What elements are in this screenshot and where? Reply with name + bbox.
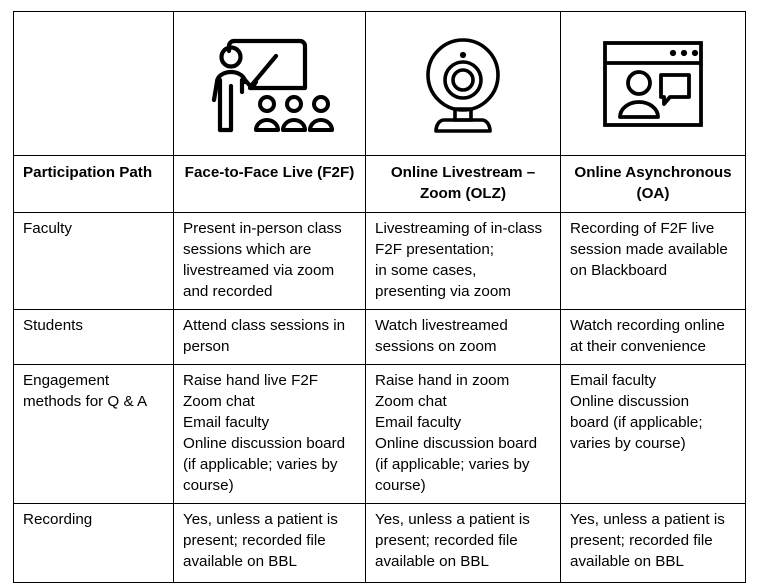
header-participation-path: Participation Path — [13, 155, 174, 213]
cell-text: Livestreaming of in-class F2F presentati… — [375, 220, 543, 300]
cell-students-oa: Watch recording online at their convenie… — [560, 309, 746, 365]
browser-video-chat-icon — [561, 12, 745, 155]
row-label: Engagement methods for Q & A — [23, 371, 148, 410]
row-label: Recording — [23, 510, 93, 528]
cell-faculty-oa: Recording of F2F live session made avail… — [560, 212, 746, 310]
icon-cell-empty — [13, 11, 174, 156]
cell-text: Raise hand live F2F Zoom chat Email facu… — [183, 371, 346, 494]
cell-text: Present in-person class sessions which a… — [183, 220, 342, 300]
cell-text: Yes, unless a patient is present; record… — [183, 510, 338, 570]
cell-faculty-olz: Livestreaming of in-class F2F presentati… — [365, 212, 561, 310]
header-olz: Online Livestream – Zoom (OLZ) — [365, 155, 561, 213]
cell-text: Attend class sessions in person — [183, 317, 346, 355]
table-sheet: Participation Path Face-to-Face Live (F2… — [13, 11, 746, 583]
cell-students-f2f: Attend class sessions in person — [173, 309, 366, 365]
row-label: Students — [23, 317, 83, 334]
icon-cell-f2f — [173, 11, 366, 156]
row-label-faculty: Faculty — [13, 212, 174, 310]
header-label: Online Livestream – Zoom (OLZ) — [390, 164, 536, 202]
table-row: Engagement methods for Q & A Raise hand … — [13, 363, 746, 504]
table-row: Students Attend class sessions in person… — [13, 309, 746, 365]
table-header-row: Participation Path Face-to-Face Live (F2… — [13, 155, 746, 213]
header-label: Online Asynchronous (OA) — [574, 164, 732, 202]
cell-faculty-f2f: Present in-person class sessions which a… — [173, 212, 366, 310]
row-label-students: Students — [13, 309, 174, 365]
cell-text: Email faculty Online discussion board (i… — [570, 371, 703, 452]
cell-engagement-olz: Raise hand in zoom Zoom chat Email facul… — [365, 363, 561, 504]
cell-text: Yes, unless a patient is present; record… — [375, 510, 530, 570]
icon-cell-olz — [365, 11, 561, 156]
header-label: Participation Path — [23, 164, 153, 181]
header-oa: Online Asynchronous (OA) — [560, 155, 746, 213]
table-row: Recording Yes, unless a patient is prese… — [13, 502, 746, 583]
cell-recording-oa: Yes, unless a patient is present; record… — [560, 502, 746, 583]
classroom-instructor-icon — [174, 12, 365, 155]
cell-engagement-f2f: Raise hand live F2F Zoom chat Email facu… — [173, 363, 366, 504]
cell-recording-olz: Yes, unless a patient is present; record… — [365, 502, 561, 583]
cell-text: Watch recording online at their convenie… — [570, 317, 725, 355]
cell-text: Yes, unless a patient is present; record… — [570, 510, 725, 570]
table-row: Faculty Present in-person class sessions… — [13, 212, 746, 310]
icon-cell-oa — [560, 11, 746, 156]
cell-engagement-oa: Email faculty Online discussion board (i… — [560, 363, 746, 504]
participation-path-table: Participation Path Face-to-Face Live (F2… — [13, 11, 746, 583]
header-label: Face-to-Face Live (F2F) — [184, 164, 355, 181]
table-icon-row — [13, 11, 746, 156]
cell-text: Watch livestreamed sessions on zoom — [375, 317, 508, 355]
cell-text: Recording of F2F live session made avail… — [570, 220, 728, 279]
row-label-recording: Recording — [13, 502, 174, 583]
webcam-icon — [366, 12, 560, 155]
row-label: Faculty — [23, 220, 72, 237]
cell-text: Raise hand in zoom Zoom chat Email facul… — [375, 371, 538, 494]
cell-students-olz: Watch livestreamed sessions on zoom — [365, 309, 561, 365]
header-f2f: Face-to-Face Live (F2F) — [173, 155, 366, 213]
cell-recording-f2f: Yes, unless a patient is present; record… — [173, 502, 366, 583]
row-label-engagement: Engagement methods for Q & A — [13, 363, 174, 504]
